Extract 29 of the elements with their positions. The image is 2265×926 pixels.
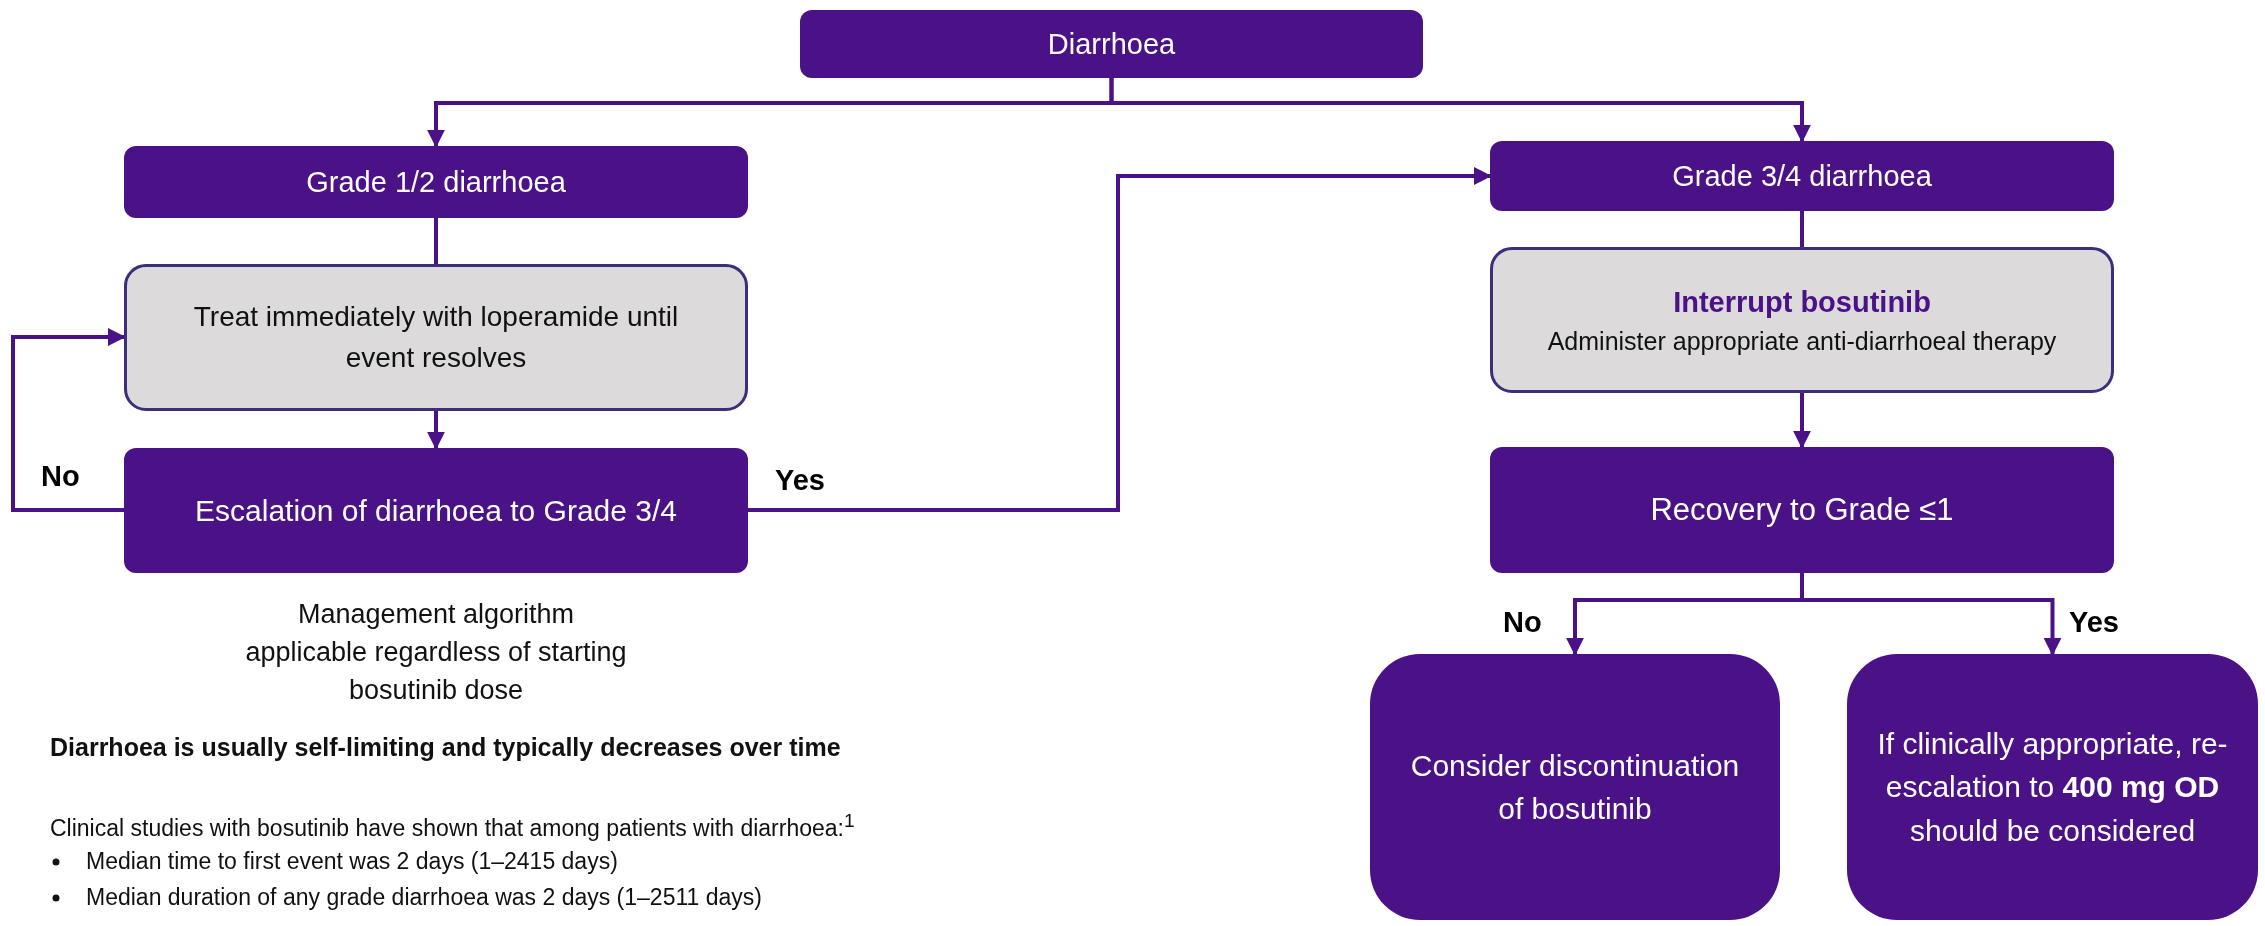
process-box [1490, 141, 2114, 211]
box-text: Diarrhoea [1047, 26, 1176, 62]
process-box [1847, 654, 2258, 920]
process-box [124, 146, 748, 218]
connector-arrow [748, 167, 1492, 512]
body-text: Clinical studies with bosutinib have shown that among patients with diarrhoea:$^{1}$ [50, 809, 856, 843]
box-text: Escalation of diarrhoea to Grade 3/4 [195, 492, 677, 529]
process-box [800, 10, 1423, 78]
action-box [1490, 247, 2114, 393]
note-text: Management algorithm applicable regardless of starting bosutinib dose [244, 598, 628, 707]
box-heading: Interrupt bosutinib [1673, 284, 1931, 320]
process-box [124, 448, 748, 573]
action-box [124, 264, 748, 411]
box-text: Grade 1/2 diarrhoea [306, 164, 566, 200]
connector-arrow [11, 328, 126, 512]
process-box [1370, 654, 1780, 920]
heading-text: Diarrhoea is usually self-limiting and typically decreases over time [50, 732, 842, 763]
box-text: Administer appropriate anti-diarrhoeal therapy [1547, 325, 2057, 357]
box-text: Consider discontinuation of bosutinib [1409, 747, 1741, 827]
process-box [1490, 447, 2114, 573]
box-text: Treat immediately with loperamide until event resolves [192, 299, 680, 375]
bullet-text: Median duration of any grade diarrhoea was 2 days (1–2511 days) [86, 883, 763, 912]
connector-arrow [1109, 78, 1811, 143]
box-text: Grade 3/4 diarrhoea [1672, 158, 1932, 194]
bullet-text: Median time to first event was 2 days (1–2415 days) [86, 847, 619, 876]
box-text: If clinically appropriate, re-escalation to 400 mg OD should be considered [1877, 725, 2228, 849]
connector-arrow [1793, 393, 1811, 449]
box-text: Recovery to Grade ≤1 [1650, 490, 1954, 529]
connector-arrow [427, 411, 445, 450]
